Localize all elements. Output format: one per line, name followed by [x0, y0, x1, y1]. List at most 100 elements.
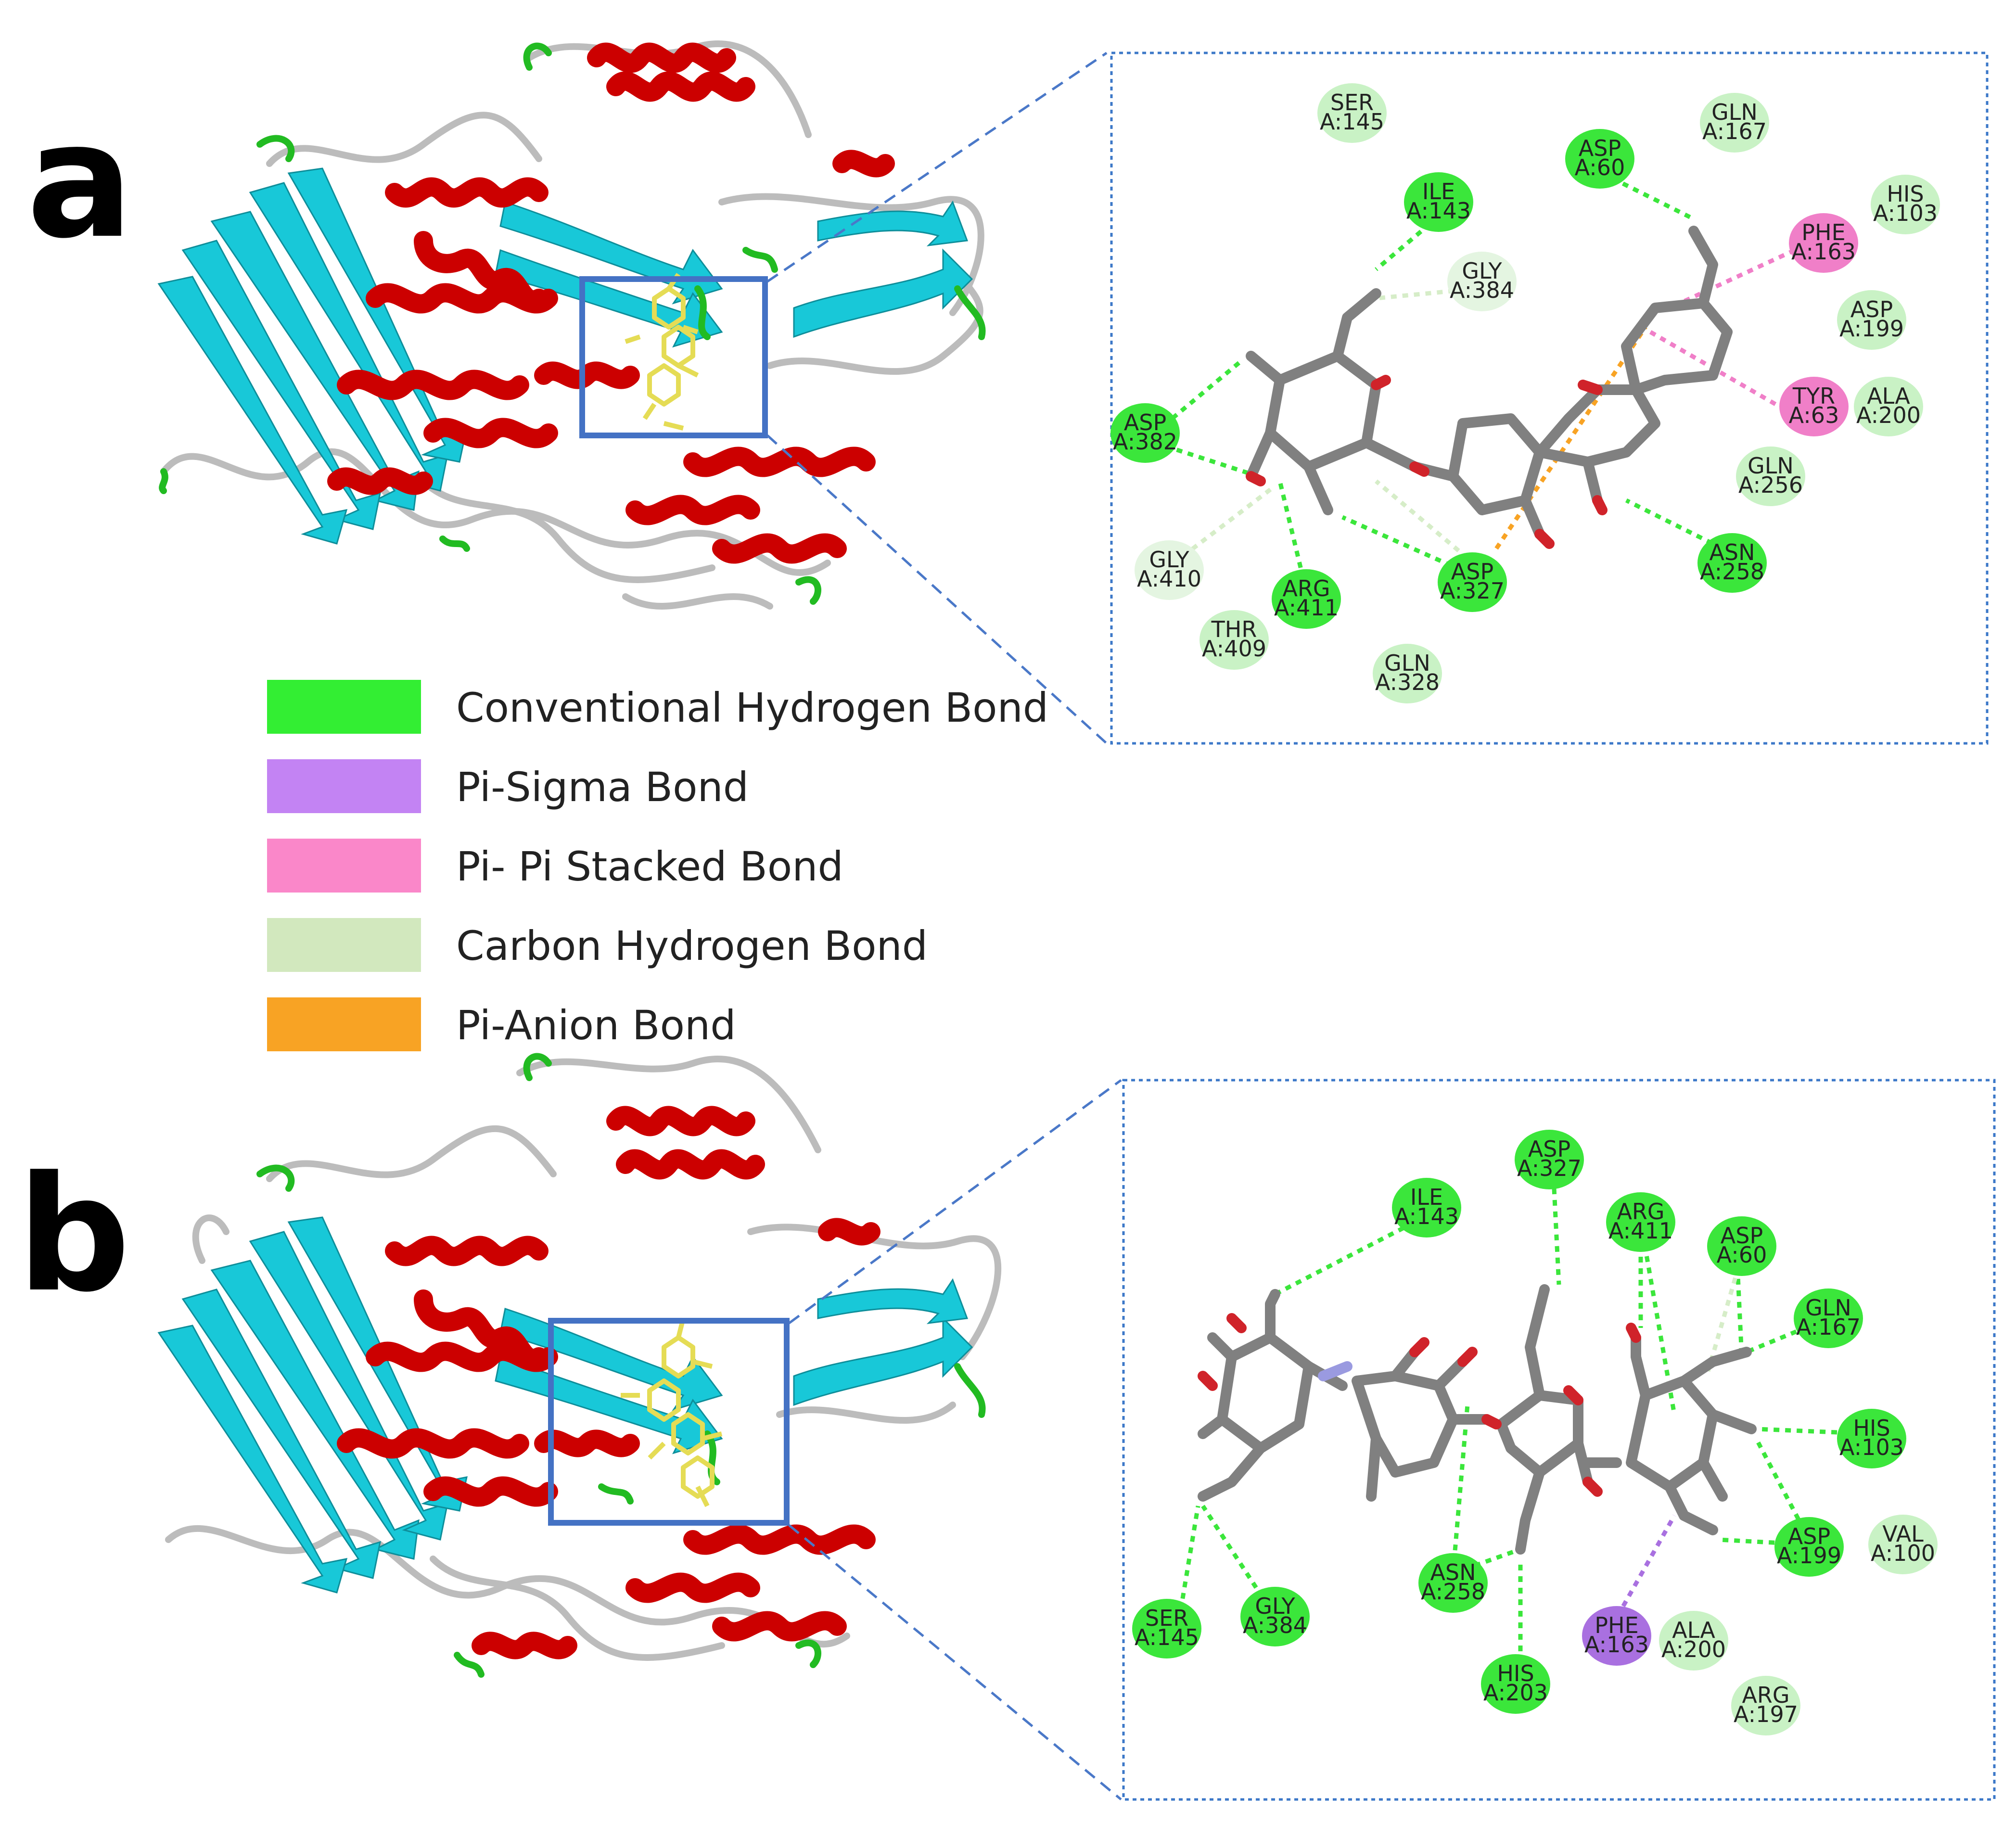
beta-sheets-a — [157, 167, 973, 545]
residue-name: ARG — [1617, 1199, 1664, 1225]
protein-structure-b — [157, 1053, 1002, 1678]
residue-id: A:258 — [1421, 1579, 1485, 1605]
residue-id: A:60 — [1575, 154, 1625, 180]
legend-item-pi-sigma: Pi-Sigma Bond — [267, 759, 749, 813]
residue-bubble — [1565, 129, 1634, 189]
residue-id: A:143 — [1406, 198, 1471, 224]
interaction-map-frame-a — [1110, 51, 1989, 745]
residue-name: SER — [1145, 1605, 1188, 1631]
residue-id: A:103 — [1839, 1434, 1904, 1460]
residue-name: HIS — [1853, 1415, 1890, 1441]
residue-bubble — [1110, 403, 1180, 463]
residue-id: A:327 — [1517, 1155, 1582, 1181]
residue-name: ALA — [1672, 1617, 1715, 1643]
residue-bubble — [1481, 1654, 1550, 1714]
protein-structure-a — [157, 40, 986, 610]
panel-a: a — [26, 40, 1989, 745]
residue-bubble — [1736, 446, 1805, 506]
residue-bubble — [1659, 1611, 1728, 1671]
residue-id: A:145 — [1135, 1624, 1199, 1650]
residue-id: A:100 — [1871, 1540, 1935, 1566]
residue-bubble — [1392, 1178, 1461, 1237]
panel-a-letter: a — [26, 89, 134, 273]
residue-bubble — [1199, 610, 1269, 670]
interaction-lines-a — [1153, 171, 1796, 602]
binding-site-box-a — [579, 276, 768, 438]
residue-id: A:411 — [1274, 595, 1339, 621]
residue-id: A:256 — [1738, 472, 1803, 498]
zoom-line-a-top — [766, 51, 1108, 283]
residue-bubble — [1404, 172, 1473, 232]
residue-name: HIS — [1887, 181, 1924, 207]
residue-bubble — [1515, 1130, 1584, 1189]
residue-name: ALA — [1867, 383, 1910, 409]
residue-bubble — [1418, 1553, 1488, 1613]
residue-name: ASP — [1721, 1223, 1763, 1249]
residue-name: VAL — [1882, 1521, 1924, 1547]
residue-bubble — [1854, 377, 1923, 436]
ligand-oxygens-a — [1246, 375, 1608, 549]
residue-id: A:199 — [1777, 1543, 1841, 1569]
residue-id: A:60 — [1717, 1242, 1767, 1268]
legend-item-pi-anion: Pi-Anion Bond — [267, 997, 736, 1051]
residue-id: A:203 — [1483, 1680, 1548, 1706]
residue-name: THR — [1211, 616, 1257, 642]
legend-swatch-conventional-hbond — [267, 680, 421, 734]
residue-name: ASN — [1430, 1559, 1476, 1585]
residue-name: ASN — [1709, 539, 1755, 565]
legend-label-pi-anion: Pi-Anion Bond — [456, 1002, 736, 1049]
legend: Conventional Hydrogen Bond Pi-Sigma Bond… — [267, 680, 1048, 1051]
legend-label-carbon-hbond: Carbon Hydrogen Bond — [456, 922, 928, 969]
residue-id: A:384 — [1243, 1612, 1307, 1638]
residue-id: A:409 — [1202, 636, 1266, 662]
residue-id: A:163 — [1584, 1632, 1649, 1658]
legend-item-pi-pi-stacked: Pi- Pi Stacked Bond — [267, 839, 843, 893]
panel-b: b — [17, 1053, 1996, 1801]
residue-bubble — [1373, 644, 1442, 703]
residue-name: GLN — [1748, 453, 1794, 479]
ligand-oxygens-b — [1198, 1313, 1641, 1497]
residue-name: TYR — [1792, 383, 1835, 409]
turns-a — [159, 42, 986, 605]
residue-id: A:200 — [1856, 402, 1921, 428]
residue-bubble — [1731, 1676, 1800, 1735]
residue-bubble — [1606, 1192, 1675, 1252]
residue-bubble — [1700, 93, 1769, 153]
ligand-structure-b — [1198, 1284, 1757, 1555]
residue-id: A:199 — [1839, 316, 1904, 342]
residue-id: A:143 — [1394, 1203, 1459, 1229]
residue-id: A:167 — [1702, 118, 1767, 144]
residue-name: ASP — [1788, 1523, 1830, 1549]
alpha-helices-b — [337, 1106, 880, 1659]
residue-id: A:382 — [1113, 429, 1177, 455]
zoom-line-b-top — [788, 1079, 1122, 1325]
residue-name: GLY — [1462, 258, 1502, 284]
alpha-helices-a — [327, 42, 895, 564]
residue-name: PHE — [1595, 1612, 1638, 1638]
residue-name: ARG — [1282, 575, 1330, 601]
residue-name: HIS — [1497, 1660, 1534, 1686]
residue-bubble — [1447, 252, 1517, 311]
